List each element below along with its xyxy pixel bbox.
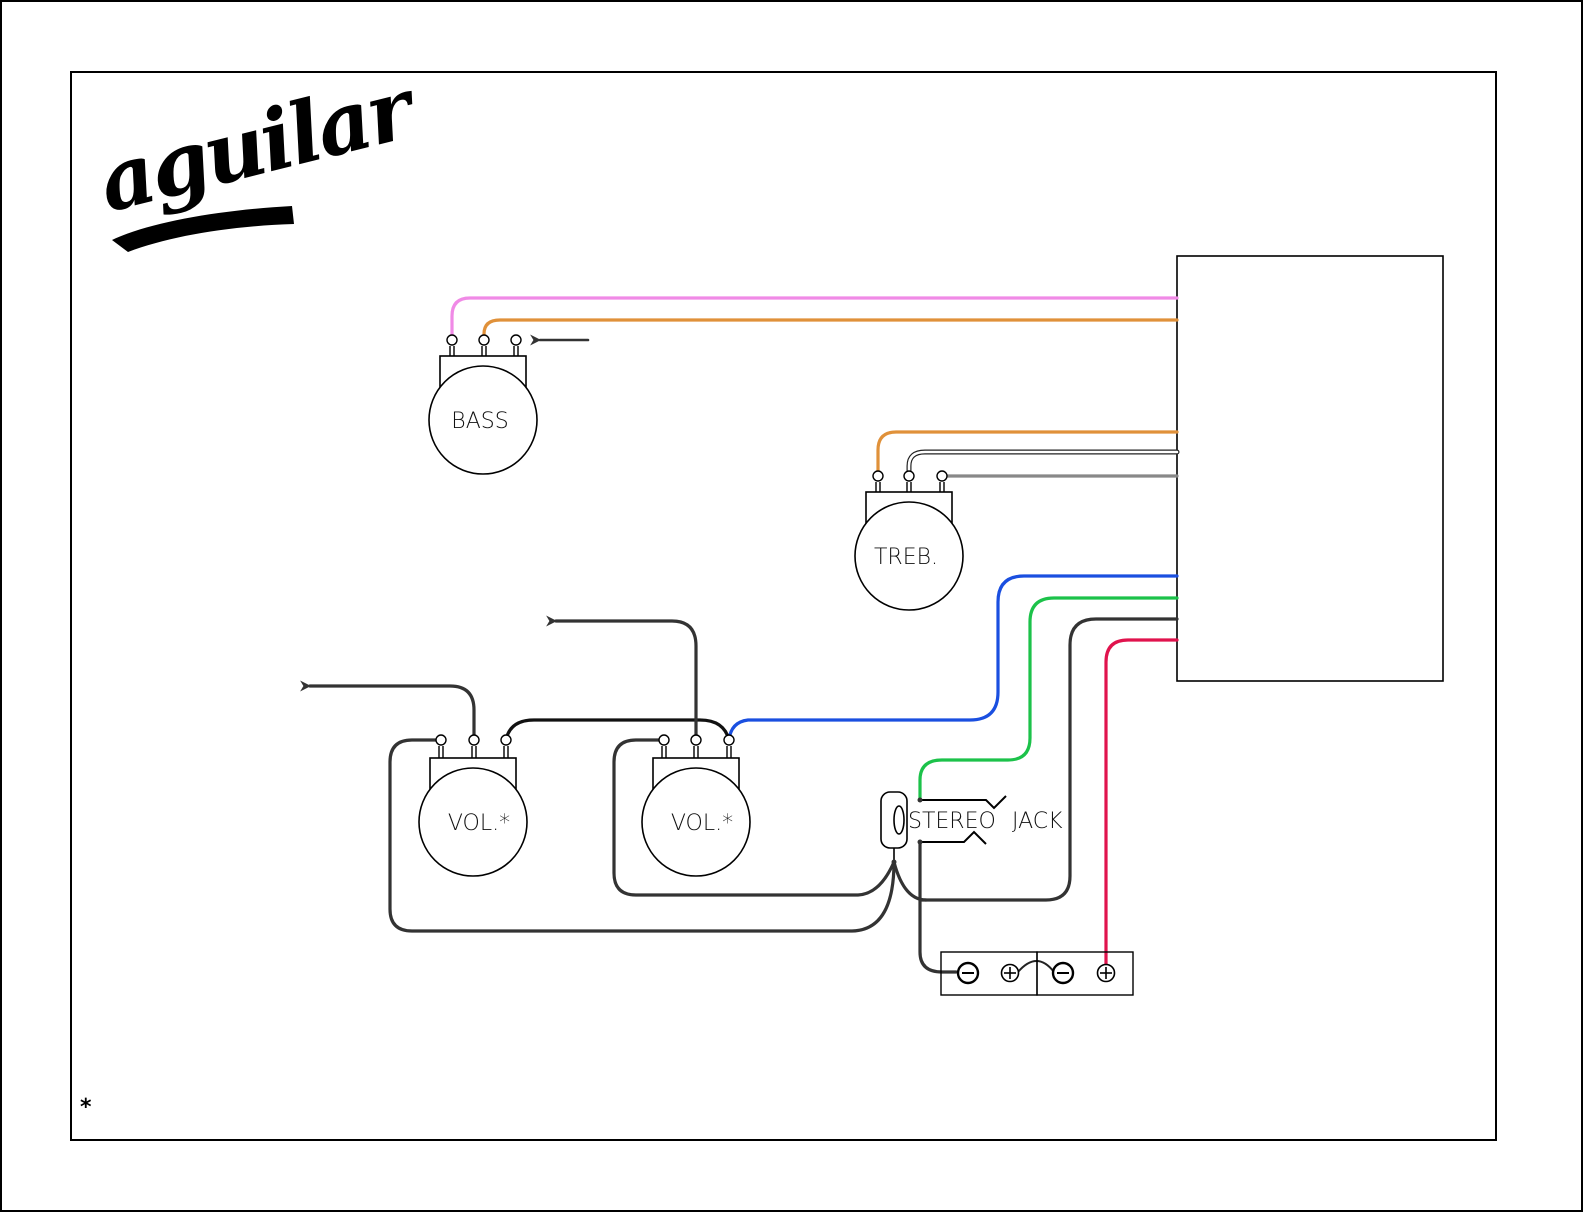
wire-blue — [729, 576, 1177, 740]
wire-treble-white-outline — [909, 452, 1177, 476]
volume-pot-2: VOL.* — [642, 735, 750, 876]
volume-pot-1-lugs — [436, 735, 511, 758]
battery-2-positive-terminal — [1098, 965, 1115, 982]
logo-text: aguilar — [89, 57, 428, 232]
volume-pot-1: VOL.* — [419, 735, 527, 876]
jack-opening — [894, 806, 904, 834]
treble-pot: TREB. — [855, 471, 963, 610]
battery-1-positive-terminal — [1002, 965, 1019, 982]
stereo-jack: STEREO JACK — [881, 792, 1063, 865]
wire-red — [1106, 640, 1177, 972]
volume-pot-2-lugs — [659, 735, 734, 758]
wire-treble-white — [909, 452, 1177, 476]
arrow-vol2-lug2 — [556, 621, 696, 740]
jack-common-node — [892, 860, 897, 865]
bass-pot-label: BASS — [451, 409, 508, 434]
battery-1-negative-terminal — [958, 963, 978, 983]
wire-green — [920, 598, 1177, 800]
treble-pot-label: TREB. — [874, 545, 938, 570]
footnote-marker: * — [80, 1095, 92, 1120]
jack-tip-node — [918, 798, 923, 803]
volume-pot-1-label: VOL.* — [448, 811, 510, 836]
volume-pot-2-label: VOL.* — [671, 811, 733, 836]
battery-2 — [1037, 952, 1133, 995]
bass-pot-lugs — [447, 335, 521, 356]
battery-pack — [941, 952, 1133, 995]
battery-2-negative-terminal — [1053, 963, 1073, 983]
jack-label-jack: JACK — [1012, 809, 1063, 834]
arrow-vol1-lug2 — [310, 686, 474, 740]
treble-pot-lugs — [873, 471, 947, 492]
wire-bass-orange — [484, 320, 1177, 340]
jack-label-stereo: STEREO — [908, 809, 996, 834]
preamp-module — [1177, 256, 1443, 681]
jack-tip-contact — [920, 796, 1006, 808]
bass-pot: BASS — [429, 335, 537, 474]
aguilar-logo: aguilar — [89, 57, 428, 252]
jack-ring-node — [918, 840, 923, 845]
battery-link-wire — [1018, 961, 1054, 972]
